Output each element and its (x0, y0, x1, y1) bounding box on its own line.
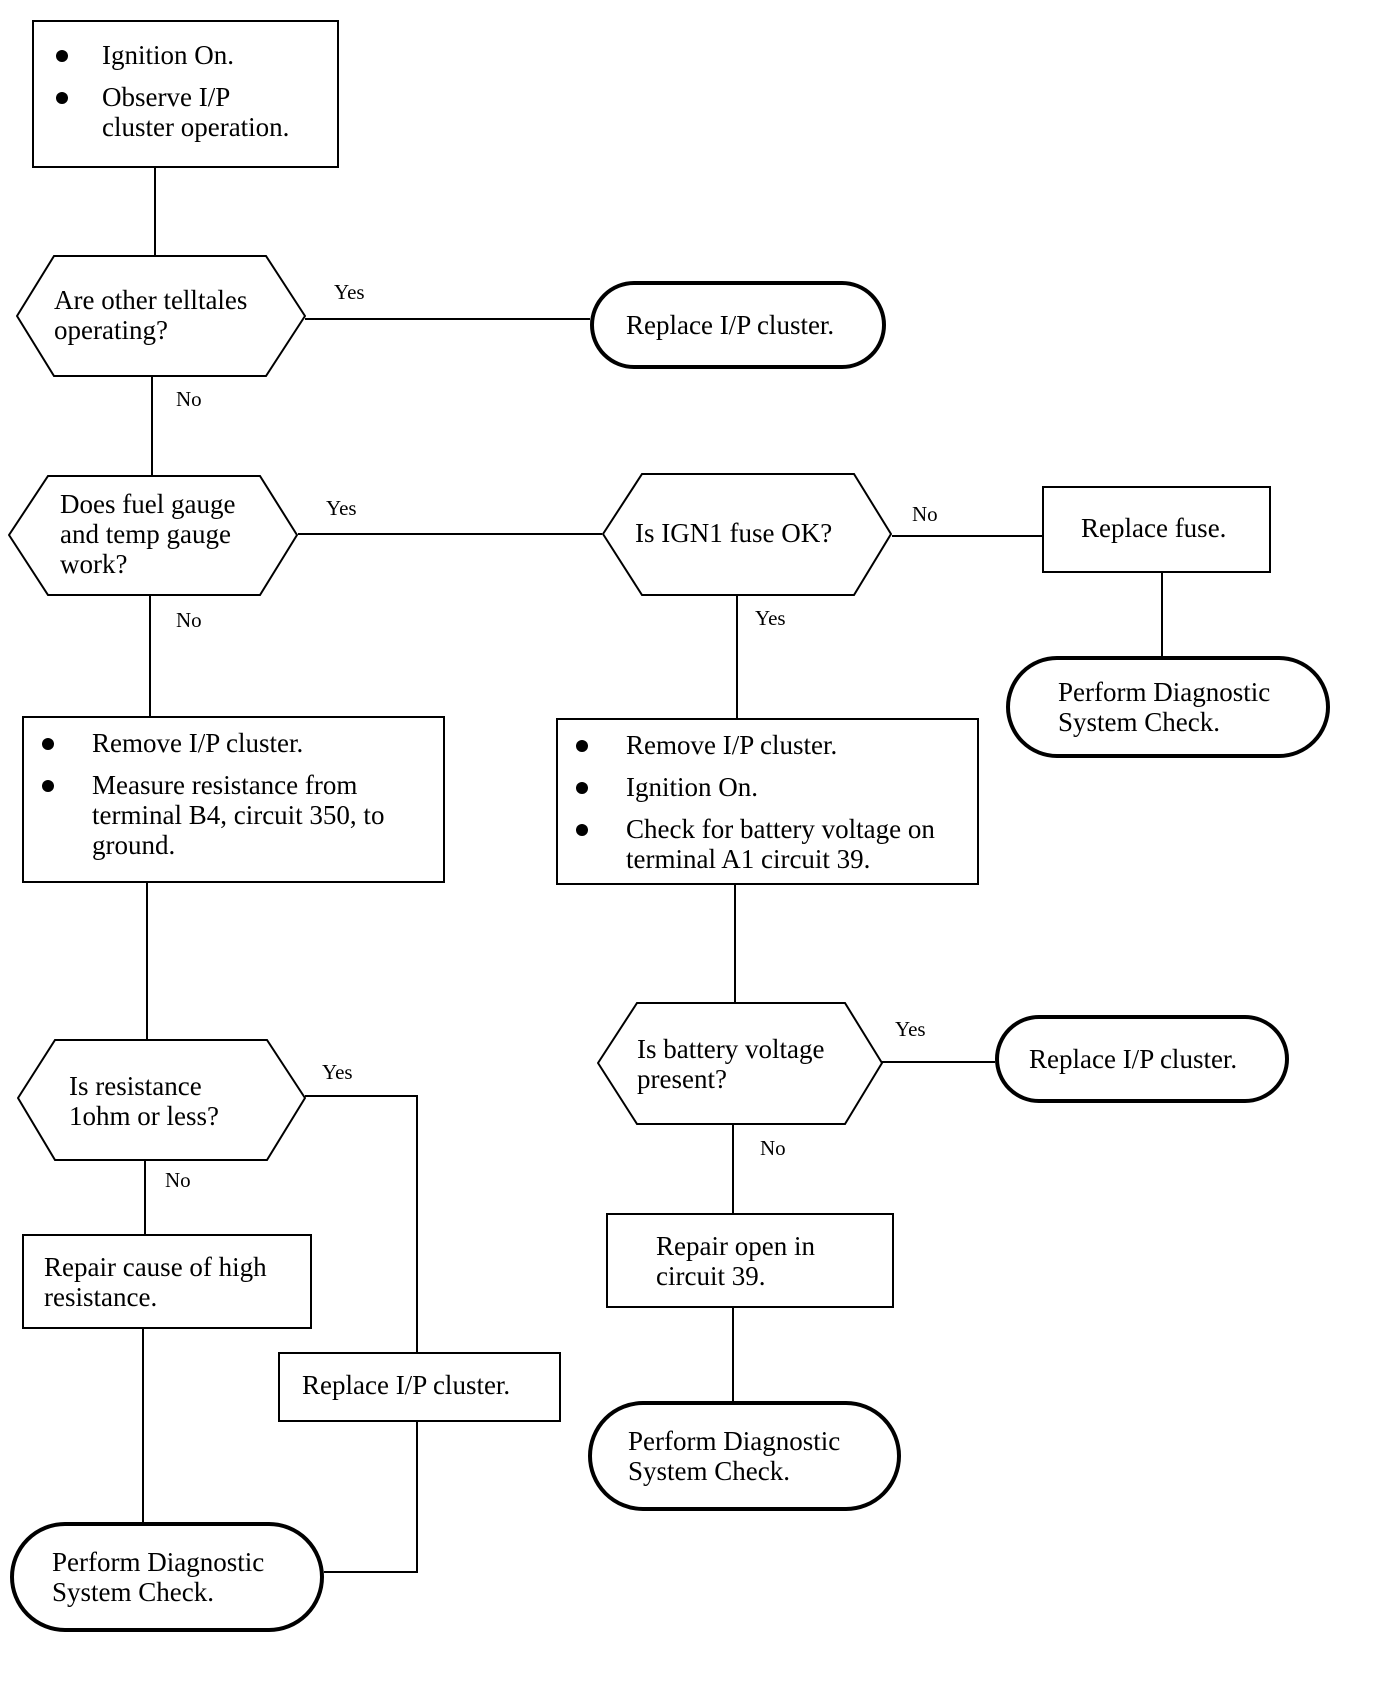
hexagon-shape (17, 1039, 306, 1161)
repair-open-text-1: Repair open in (656, 1231, 815, 1261)
replace-cluster-box: Replace I/P cluster. (278, 1352, 561, 1422)
check-text-1: Remove I/P cluster. (626, 730, 838, 760)
edge-label-resistance-no: No (165, 1168, 191, 1192)
terminal-diagnostic-fuse: Perform Diagnostic System Check. (1006, 656, 1330, 758)
edge-label-fuse-no: No (912, 502, 938, 526)
bullet-dot (576, 740, 588, 752)
check-voltage-box: Remove I/P cluster. Ignition On. Check f… (556, 718, 979, 885)
terminal-diagnostic-mid: Perform Diagnostic System Check. (588, 1401, 901, 1511)
bullet-dot (42, 738, 54, 750)
edge-label-gauges-no: No (176, 608, 202, 632)
start-text-1: Ignition On. (102, 40, 234, 70)
terminal-diagnostic-left: Perform Diagnostic System Check. (10, 1522, 324, 1632)
decision-resistance: Is resistance 1ohm or less? (17, 1039, 306, 1161)
terminal-text-1: Perform Diagnostic (628, 1426, 841, 1456)
repair-resistance-text-1: Repair cause of high (44, 1252, 267, 1282)
bullet-item: Measure resistance from terminal B4, cir… (24, 770, 443, 860)
terminal-text-2: System Check. (1058, 707, 1220, 737)
repair-open-box: Repair open in circuit 39. (606, 1213, 894, 1308)
decision-telltales-text: Are other telltales operating? (54, 285, 248, 345)
repair-open-text-2: circuit 39. (656, 1261, 766, 1291)
hexagon-shape (602, 473, 892, 596)
replace-fuse-text: Replace fuse. (1081, 513, 1227, 543)
start-text-2: Observe I/P (102, 82, 231, 112)
hexagon-shape (16, 255, 306, 377)
bullet-item: Ignition On. (558, 772, 977, 802)
terminal-text-2: System Check. (628, 1456, 790, 1486)
bullet-item: Remove I/P cluster. (24, 728, 443, 758)
measure-text-3: terminal B4, circuit 350, to (92, 800, 385, 830)
decision-fuse: Is IGN1 fuse OK? (602, 473, 892, 596)
edge-label-gauges-yes: Yes (326, 496, 357, 520)
measure-text-2: Measure resistance from (92, 770, 358, 800)
check-text-2: Ignition On. (626, 772, 758, 802)
repair-resistance-box: Repair cause of high resistance. (22, 1234, 312, 1329)
terminal-text-2: System Check. (52, 1577, 214, 1607)
terminal-text: Replace I/P cluster. (626, 310, 835, 340)
hexagon-shape (597, 1002, 883, 1125)
bullet-item: Ignition On. (34, 40, 337, 70)
edge-resistance-yes (305, 1095, 418, 1573)
edge-label-resistance-yes: Yes (322, 1060, 353, 1084)
bullet-dot (576, 824, 588, 836)
measure-resistance-box: Remove I/P cluster. Measure resistance f… (22, 716, 445, 883)
bullet-dot (56, 92, 68, 104)
replace-fuse-box: Replace fuse. (1042, 486, 1271, 573)
bullet-item: Observe I/P cluster operation. (34, 82, 337, 142)
decision-resistance-text: Is resistance 1ohm or less? (69, 1071, 219, 1131)
check-text-3: Check for battery voltage on (626, 814, 935, 844)
decision-voltage-text: Is battery voltage present? (637, 1034, 825, 1094)
check-text-4: terminal A1 circuit 39. (626, 844, 871, 874)
edge-label-voltage-no: No (760, 1136, 786, 1160)
bullet-dot (576, 782, 588, 794)
bullet-dot (56, 50, 68, 62)
decision-gauges: Does fuel gauge and temp gauge work? (8, 475, 298, 596)
start-text-3: cluster operation. (102, 112, 290, 142)
edge-label-telltales-no: No (176, 387, 202, 411)
edge-label-fuse-yes: Yes (755, 606, 786, 630)
replace-cluster-text: Replace I/P cluster. (302, 1370, 511, 1400)
measure-text-1: Remove I/P cluster. (92, 728, 304, 758)
decision-gauges-text: Does fuel gauge and temp gauge work? (60, 489, 236, 579)
repair-resistance-text-2: resistance. (44, 1282, 158, 1312)
bullet-dot (42, 780, 54, 792)
terminal-replace-cluster-top: Replace I/P cluster. (590, 281, 886, 369)
bullet-item: Remove I/P cluster. (558, 730, 977, 760)
decision-fuse-text: Is IGN1 fuse OK? (635, 518, 833, 548)
start-box: Ignition On. Observe I/P cluster operati… (32, 20, 339, 168)
measure-text-4: ground. (92, 830, 176, 860)
edge-label-voltage-yes: Yes (895, 1017, 926, 1041)
hexagon-shape (8, 475, 298, 596)
decision-telltales: Are other telltales operating? (16, 255, 306, 377)
terminal-text: Replace I/P cluster. (1029, 1044, 1238, 1074)
bullet-item: Check for battery voltage on terminal A1… (558, 814, 977, 874)
edge-label-telltales-yes: Yes (334, 280, 365, 304)
terminal-text-1: Perform Diagnostic (1058, 677, 1271, 707)
terminal-text-1: Perform Diagnostic (52, 1547, 265, 1577)
terminal-replace-cluster-right: Replace I/P cluster. (995, 1015, 1289, 1103)
decision-voltage: Is battery voltage present? (597, 1002, 883, 1125)
